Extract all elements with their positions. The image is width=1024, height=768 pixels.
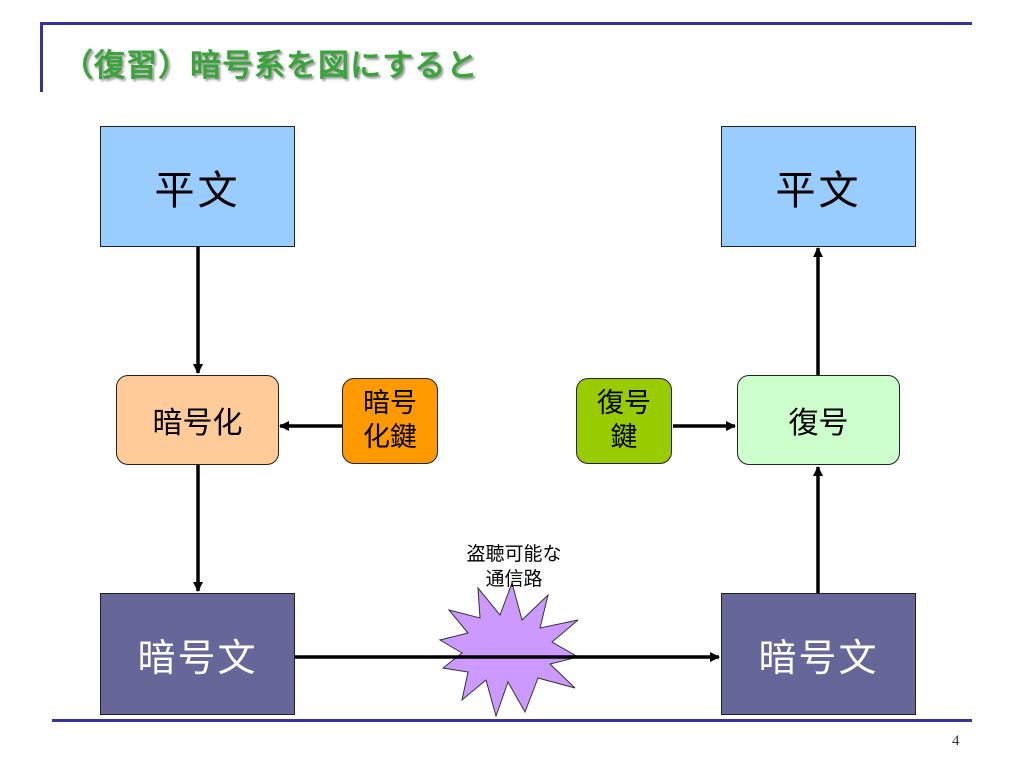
channel-label-line1: 盗聴可能な (466, 543, 562, 565)
header-rule-left (40, 22, 43, 92)
ciphertext-label-left: 暗号文 (137, 635, 258, 680)
ciphertext-box-right: 暗号文 (721, 593, 916, 715)
channel-label-line2: 通信路 (485, 567, 543, 590)
plaintext-box-left: 平文 (100, 126, 295, 247)
encryption-key-label-line2: 化鍵 (363, 422, 417, 453)
slide-title: （復習）暗号系を図にすると (62, 48, 479, 84)
plaintext-box-right: 平文 (721, 126, 916, 247)
encrypt-label: 暗号化 (152, 406, 243, 441)
decrypt-label: 復号 (788, 406, 849, 441)
ciphertext-label-right: 暗号文 (758, 635, 879, 680)
footer-rule (52, 719, 972, 722)
decryption-key-label-line2: 鍵 (610, 422, 638, 453)
decryption-key-label-line1: 復号 (597, 388, 651, 420)
header-rule-top (40, 22, 972, 25)
decrypt-box: 復号 (737, 375, 900, 465)
decryption-key-box: 復号 鍵 (576, 378, 672, 464)
plaintext-label-left: 平文 (154, 167, 241, 214)
encrypt-box: 暗号化 (116, 375, 279, 465)
encryption-key-box: 暗号 化鍵 (342, 378, 438, 464)
encryption-key-label-line1: 暗号 (363, 388, 417, 420)
page-number: 4 (952, 733, 960, 749)
ciphertext-box-left: 暗号文 (100, 593, 295, 715)
channel-label: 盗聴可能な 通信路 (424, 542, 604, 591)
channel-burst-shape (438, 581, 580, 718)
plaintext-label-right: 平文 (775, 167, 862, 214)
